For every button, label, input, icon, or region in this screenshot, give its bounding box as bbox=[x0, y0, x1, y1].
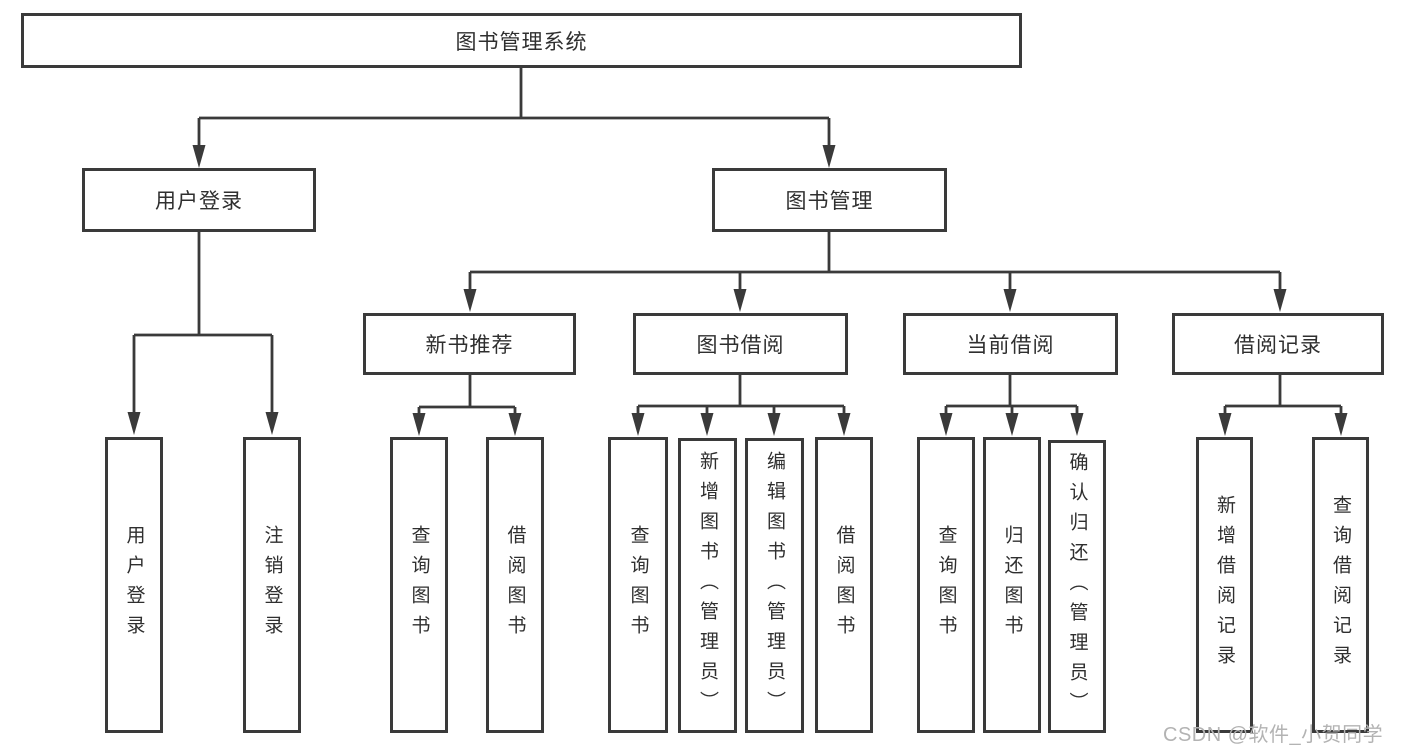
leaf-borrow-books-recommend: 借阅图书 bbox=[486, 437, 544, 733]
connector-user-login-to-leaves bbox=[132, 232, 274, 414]
leaf-query-borrow-record: 查询借阅记录 bbox=[1312, 437, 1369, 733]
watermark-text: CSDN @软件_小贺同学 bbox=[1163, 724, 1384, 746]
arrowhead bbox=[463, 289, 477, 312]
arrowhead bbox=[767, 413, 781, 436]
arrowhead bbox=[939, 413, 953, 436]
arrowhead bbox=[1334, 413, 1348, 436]
leaf-confirm-return-admin: 确认归还（管理员） bbox=[1048, 440, 1106, 733]
arrowhead bbox=[127, 412, 141, 435]
arrowhead bbox=[822, 145, 836, 168]
leaf-add-borrow-record: 新增借阅记录 bbox=[1196, 437, 1253, 733]
leaf-edit-book-admin: 编辑图书（管理员） bbox=[745, 438, 804, 733]
node-root-system: 图书管理系统 bbox=[21, 13, 1022, 68]
leaf-query-books-recommend: 查询图书 bbox=[390, 437, 448, 733]
arrowhead bbox=[1003, 289, 1017, 312]
arrowhead bbox=[700, 413, 714, 436]
arrowhead bbox=[837, 413, 851, 436]
leaf-add-book-admin: 新增图书（管理员） bbox=[678, 438, 737, 733]
node-current-borrow: 当前借阅 bbox=[903, 313, 1118, 375]
connector-book-borrow-to-leaves bbox=[636, 375, 846, 415]
connector-new-book-to-leaves bbox=[417, 375, 517, 415]
arrowhead bbox=[631, 413, 645, 436]
arrowheads bbox=[127, 145, 1348, 436]
node-book-management: 图书管理 bbox=[712, 168, 947, 232]
arrowhead bbox=[412, 413, 426, 436]
arrowhead bbox=[733, 289, 747, 312]
arrowhead bbox=[265, 412, 279, 435]
leaf-return-book: 归还图书 bbox=[983, 437, 1041, 733]
leaf-borrow-books: 借阅图书 bbox=[815, 437, 873, 733]
node-borrow-records: 借阅记录 bbox=[1172, 313, 1384, 375]
leaf-query-books-current: 查询图书 bbox=[917, 437, 975, 733]
arrowhead bbox=[1218, 413, 1232, 436]
connector-borrow-records-to-leaves bbox=[1223, 374, 1343, 415]
node-book-borrow: 图书借阅 bbox=[633, 313, 848, 375]
arrowhead bbox=[1070, 413, 1084, 436]
arrowhead bbox=[1005, 413, 1019, 436]
node-user-login: 用户登录 bbox=[82, 168, 316, 232]
arrowhead bbox=[192, 145, 206, 168]
connector-book-management-to-level3 bbox=[468, 232, 1282, 291]
leaf-logout: 注销登录 bbox=[243, 437, 301, 733]
leaf-user-login: 用户登录 bbox=[105, 437, 163, 733]
connector-root-to-level2 bbox=[197, 68, 831, 146]
node-new-book-recommend: 新书推荐 bbox=[363, 313, 576, 375]
arrowhead bbox=[1273, 289, 1287, 312]
connector-current-borrow-to-leaves bbox=[944, 375, 1079, 415]
leaf-query-books-borrow: 查询图书 bbox=[608, 437, 668, 733]
arrowhead bbox=[508, 413, 522, 436]
